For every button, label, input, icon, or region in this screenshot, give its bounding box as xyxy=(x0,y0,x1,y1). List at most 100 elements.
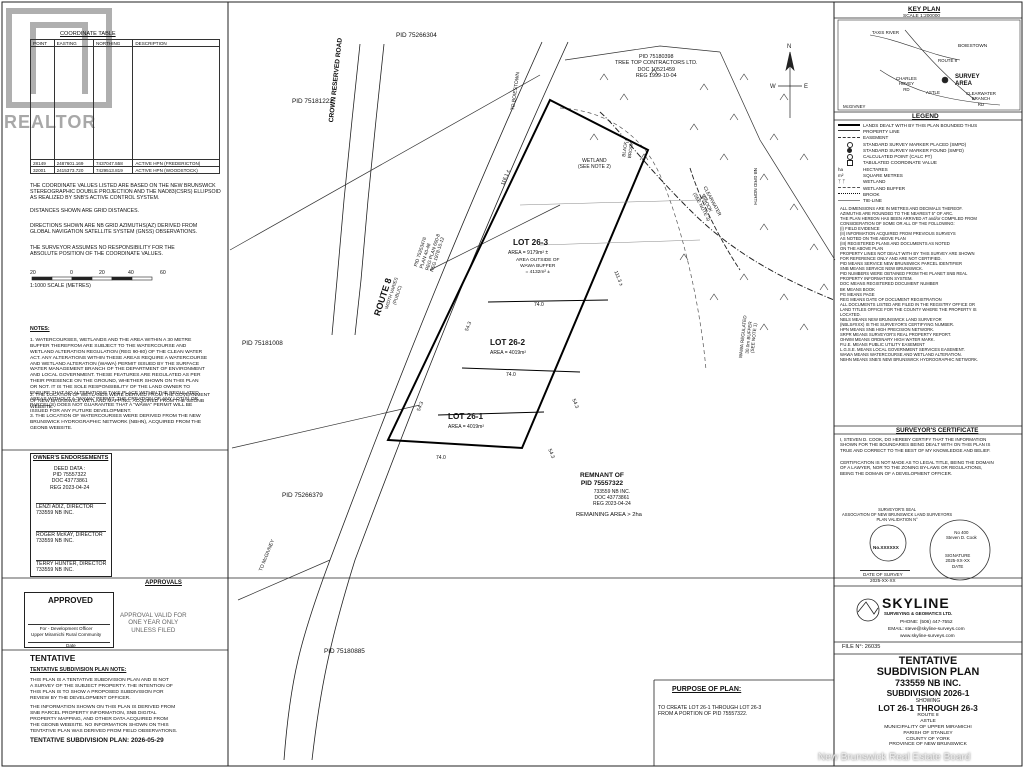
note-2: 2. THE LOCATION OF WETLANDS WERE DERIVED… xyxy=(30,393,211,410)
key-astle: ASTLE xyxy=(926,90,940,95)
tentative-date: TENTATIVE SUBDIVISION PLAN: 2026-05-29 xyxy=(30,737,164,744)
key-charles-hovey: CHARLES HOVEY RD xyxy=(896,76,917,92)
key-clearwater: CLEARWATER BRANCH RD xyxy=(966,91,996,107)
skyline-logo xyxy=(856,598,880,622)
signer-2: ROGER McKAY, DIRECTOR 733559 NB INC. xyxy=(36,532,103,545)
grid-note-2: DISTANCES SHOWN ARE GRID DISTANCES. xyxy=(30,208,140,214)
grid-note-1: THE COORDINATE VALUES LISTED ARE BASED O… xyxy=(30,183,221,202)
tentative-note-title: TENTATIVE SUBDIVISION PLAN NOTE: xyxy=(30,667,127,673)
lot-26-3-outside-buffer: AREA OUTSIDE OF WAWA BUFFER = 4132m² ± xyxy=(516,258,560,275)
signer-3: TERRY HUNTER, DIRECTOR 733559 NB INC. xyxy=(36,561,107,574)
scale-tick: 20 xyxy=(30,270,36,276)
pid-75180885: PID 75180885 xyxy=(324,648,365,655)
grid-note-4: THE SURVEYOR ASSUMES NO RESPONSIBILITY F… xyxy=(30,245,175,258)
key-taxis-river: TAXIS RIVER xyxy=(872,30,899,35)
company-phone: PHONE: (506) 447-7552 xyxy=(900,620,953,625)
lot-26-3-name: LOT 26-3 xyxy=(513,238,549,247)
legend-notes: ALL DIMENSIONS ARE IN METRES AND DECIMAL… xyxy=(840,206,979,362)
pid-75266379: PID 75266379 xyxy=(282,492,323,499)
certificate-disclaimer: CERTIFICATION IS NOT MADE AS TO LEGAL TI… xyxy=(840,460,994,476)
legend-item: LANDS DEALT WITH BY THIS PLAN BOUNDED TH… xyxy=(838,122,977,128)
wetland-label: WETLAND (SEE NOTE 2) xyxy=(578,158,611,170)
purpose-title: PURPOSE OF PLAN: xyxy=(672,686,742,693)
legend-item: BROOK xyxy=(838,191,977,197)
company-website: www.skyline-surveys.com xyxy=(900,634,955,639)
remaining-area: REMAINING AREA > 2ha xyxy=(576,512,642,518)
black-brook xyxy=(599,111,835,301)
deed-data: DEED DATA : PID 75557322 DOC 43773861 RE… xyxy=(50,466,90,491)
north-adjoiner: PID 75180398 TREE TOP CONTRACTORS LTD. D… xyxy=(615,54,698,80)
board-credit: New Brunswick Real Estate Board xyxy=(818,752,971,763)
west-label: W xyxy=(770,84,776,90)
right-column-sections xyxy=(834,17,1022,655)
stamp-number: No 400 Steven D. Cook xyxy=(946,530,977,541)
lot-26-1-name: LOT 26-1 xyxy=(448,412,484,421)
surveyor-stamp xyxy=(929,519,991,581)
col-point: POINT xyxy=(30,39,55,47)
tentative-title: TENTATIVE xyxy=(30,653,76,663)
grid-north-label: NB GRID NORTH xyxy=(753,168,758,205)
approval-validity: APPROVAL VALID FOR ONE YEAR ONLY UNLESS … xyxy=(120,612,187,634)
brook-label: BLACK BROOK xyxy=(621,141,634,159)
north-arrow-labels: N E W xyxy=(770,44,808,90)
north-arrow xyxy=(778,51,802,118)
coordinate-table: POINT EASTING NORTHING DESCRIPTION 28149… xyxy=(30,39,220,174)
clearwater-brook xyxy=(689,167,741,271)
scale-label: 1:1000 SCALE (METRES) xyxy=(30,283,91,289)
parcel-lines xyxy=(229,45,836,601)
pid-75181222: PID 75181222 xyxy=(292,98,333,105)
legend-item: WETLAND BUFFER xyxy=(838,185,977,191)
title-lots: LOT 26-1 THROUGH 26-3 xyxy=(878,702,978,713)
scale-tick: 0 xyxy=(70,270,73,276)
tentative-para-1: THIS PLAN IS A TENTATIVE SUBDIVISION PLA… xyxy=(30,678,173,701)
key-route-8: ROUTE 8 xyxy=(938,58,958,63)
route-8-corridor xyxy=(283,41,569,761)
lot-26-1-area: AREA = 4019m² xyxy=(448,424,484,430)
grid-note-3: DIRECTIONS SHOWN ARE NB GRID AZIMUTHS(AZ… xyxy=(30,223,198,236)
note-1: 1. WATERCOURSES, WETLANDS AND THE AREA W… xyxy=(30,338,208,414)
key-survey-area: SURVEY AREA xyxy=(955,74,980,88)
lot-26-2-name: LOT 26-2 xyxy=(490,338,526,347)
col-description: DESCRIPTION xyxy=(132,39,220,47)
title-location: ROUTE 8 ASTLE MUNICIPALITY OF UPPER MIRA… xyxy=(884,713,972,748)
wetland-tree-symbols xyxy=(589,68,829,331)
key-mcgivney: McGIVNEY xyxy=(843,104,866,109)
dim-lot-1: 74.0 xyxy=(436,455,446,461)
legend-item: STANDARD SURVEY MARKER PLACED (SMPD) xyxy=(838,141,977,148)
legend-item: TIE-LINE xyxy=(838,198,977,204)
development-officer: For - Development Officer Upper Miramich… xyxy=(31,626,102,637)
col-easting: EASTING xyxy=(53,39,94,47)
tie-lines xyxy=(519,199,701,246)
lot-26-2-area: AREA = 4019m² xyxy=(490,350,526,356)
seal-label: SURVEYOR'S SEAL ASSOCIATION OF NEW BRUNS… xyxy=(842,507,953,522)
wawa-buffer-line xyxy=(559,107,707,371)
crown-reserved-road xyxy=(331,43,385,336)
signer-1: LENZI ADIZ, DIRECTOR 733559 NB INC. xyxy=(36,504,94,517)
association-seal xyxy=(869,524,907,562)
approval-stamp-box xyxy=(24,592,114,648)
note-3: 3. THE LOCATION OF WATERCOURSES WERE DER… xyxy=(30,414,202,431)
tentative-para-2: THE INFORMATION SHOWN ON THIS PLAN IS DE… xyxy=(30,705,178,734)
owners-box xyxy=(30,453,112,577)
legend-item: EASEMENT xyxy=(838,135,977,141)
scale-tick: 60 xyxy=(160,270,166,276)
pid-75266304: PID 75266304 xyxy=(396,32,437,39)
date-of-survey: DATE OF SURVEY 2025-XX-XX xyxy=(863,572,903,583)
seal-number: No.XXXXXX xyxy=(873,545,899,550)
file-number: FILE N°: 26035 xyxy=(842,644,881,650)
key-plan-title: KEY PLAN xyxy=(908,6,941,13)
dim-lot-2: 74.0 xyxy=(506,372,516,378)
title-subdivision-number: SUBDIVISION 2026-1 xyxy=(886,687,970,698)
key-plan-map xyxy=(837,19,1021,111)
remnant-details: 733559 NB INC. DOC 43773861 REG 2023-04-… xyxy=(593,489,631,507)
scale-tick: 20 xyxy=(99,270,105,276)
certificate-text: I, STEVEN D. COOK, DO HEREBY CERTIFY THA… xyxy=(840,437,991,453)
title-subdivision-plan: SUBDIVISION PLAN xyxy=(876,666,980,679)
